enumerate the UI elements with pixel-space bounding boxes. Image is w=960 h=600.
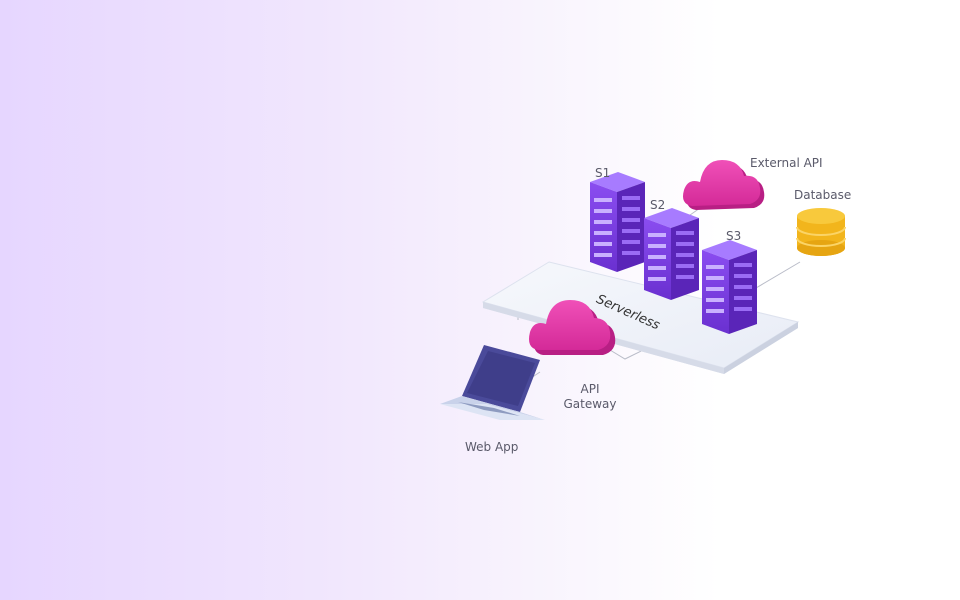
api-gateway-label-line2: Gateway: [563, 397, 617, 411]
external-api-label: External API: [750, 156, 823, 170]
database-label: Database: [794, 188, 852, 202]
web-app-label: Web App: [465, 440, 519, 454]
external-api-cloud-icon: [683, 160, 765, 210]
serverless-platform: [481, 261, 800, 374]
web-app-laptop-icon: [440, 345, 545, 420]
api-gateway-cloud-icon: [529, 300, 616, 355]
connector-platform-database: [755, 261, 801, 289]
database-icon: [796, 208, 846, 256]
server-rack-s2: [644, 208, 699, 300]
server-s3-label: S3: [726, 229, 742, 243]
server-s1-label: S1: [595, 166, 611, 180]
api-gateway-label-line1: API: [580, 382, 600, 396]
server-rack-s3: [702, 240, 757, 334]
server-rack-s1: [590, 172, 645, 272]
api-gateway-label: API Gateway: [556, 382, 624, 412]
server-s2-label: S2: [650, 198, 666, 212]
